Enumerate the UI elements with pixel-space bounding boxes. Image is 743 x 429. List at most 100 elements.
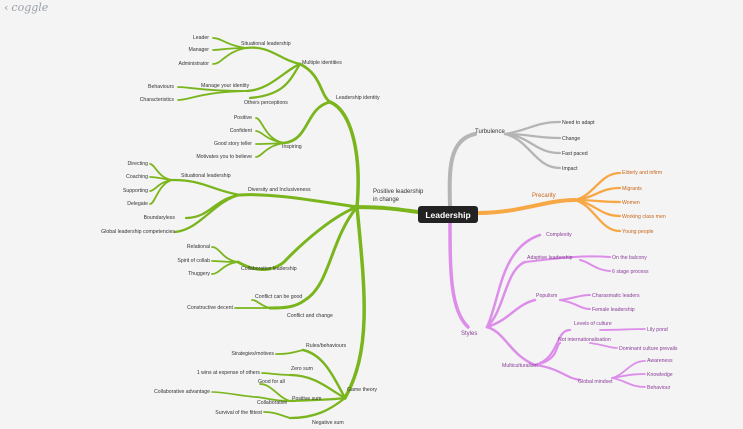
node-negative-sum[interactable]: Negative sum	[312, 420, 344, 426]
node-styles[interactable]: Styles	[461, 331, 477, 337]
node-collaborative-advantage[interactable]: Collaborative advantage	[154, 389, 210, 395]
node-behaviours[interactable]: Behaviours	[148, 84, 174, 90]
node-spirit-of-collab[interactable]: Spirit of collab	[177, 258, 210, 264]
node-situational-leadership[interactable]: Situational leadership	[241, 41, 291, 47]
edge-adaptive-balcony	[524, 255, 611, 263]
node-dominant-culture[interactable]: Dominant culture prevails	[619, 346, 678, 352]
node-game-theory[interactable]: Game theory	[347, 387, 377, 393]
node-collaborative-leadership[interactable]: Collaborative leadership	[241, 266, 297, 272]
node-change[interactable]: Change	[562, 136, 580, 142]
edge-sit-leader	[212, 37, 247, 49]
node-others-perceptions[interactable]: Others perceptions	[244, 100, 288, 106]
node-charasmatic-leaders[interactable]: Charasmatic leaders	[592, 293, 640, 299]
edge-collab-relational	[211, 246, 239, 263]
node-good-story-teller[interactable]: Good story teller	[214, 141, 252, 147]
edge-positive-collab	[254, 396, 291, 402]
edge-plc-diversity	[238, 193, 359, 209]
node-conflict-can-be-good[interactable]: Conflict can be good	[255, 294, 302, 300]
node-not-internationalisation[interactable]: Not internationalisation	[558, 337, 611, 343]
node-fast-paced[interactable]: Fast paced	[562, 151, 588, 157]
edge-negative-survival	[263, 411, 291, 419]
node-manage-your-identity[interactable]: Manage your identity	[201, 83, 250, 89]
edge-game-rules	[301, 348, 347, 400]
node-inspiring[interactable]: Inspiring	[282, 144, 302, 150]
node-global-competencies[interactable]: Global leadership competencies	[101, 229, 175, 235]
node-female-leadership[interactable]: Female leadership	[592, 307, 635, 313]
node-strategies-motives[interactable]: Strategies/motives	[231, 351, 274, 357]
node-positive-sum[interactable]: Positive sum	[292, 396, 321, 402]
node-multiculturalism[interactable]: Multiculturalism	[502, 363, 538, 369]
node-one-wins[interactable]: 1 wins at expense of others	[197, 370, 261, 376]
node-rules-behaviours[interactable]: Rules/behaviours	[306, 343, 346, 349]
node-young-people[interactable]: Young people	[622, 229, 654, 235]
edge-sit-admin	[212, 47, 247, 65]
node-working-class-men[interactable]: Working class men	[622, 214, 666, 220]
node-characteristics[interactable]: Characteristics	[140, 97, 175, 103]
edge-game-positive	[288, 396, 347, 403]
node-awareness[interactable]: Awareness	[647, 358, 673, 364]
edge-turb-impact	[503, 132, 562, 170]
node-need-to-adapt[interactable]: Need to adapt	[562, 120, 595, 126]
edge-plc-conflict	[268, 205, 359, 310]
node-impact[interactable]: Impact	[562, 166, 578, 172]
node-levels-of-culture[interactable]: Levels of culture	[574, 321, 612, 327]
node-confident[interactable]: Confident	[230, 128, 253, 134]
node-zero-sum[interactable]: Zero sum	[291, 366, 313, 372]
edge-adaptive-sixstage	[579, 259, 611, 272]
node-knowledge[interactable]: Knowledge	[647, 372, 673, 378]
chevron-left-icon: ‹	[4, 1, 9, 14]
edge-rules-strategies	[275, 349, 304, 355]
node-women[interactable]: Women	[622, 200, 640, 206]
node-boundaryless[interactable]: Boundaryless	[144, 215, 176, 221]
node-on-the-balcony[interactable]: On the balcony	[612, 255, 647, 261]
node-six-stage-process[interactable]: 6 stage process	[612, 269, 649, 275]
node-conflict-and-change[interactable]: Conflict and change	[287, 313, 333, 319]
edge-identity-inspiring	[282, 100, 332, 145]
edge-multi-manage	[245, 62, 302, 93]
node-lily-pond[interactable]: Lily pond	[647, 327, 668, 333]
edge-zero-wins	[261, 372, 291, 376]
node-motivates[interactable]: Motivates you to believe	[196, 154, 252, 160]
node-populism[interactable]: Populism	[536, 293, 557, 299]
node-supporting[interactable]: Supporting	[123, 188, 148, 194]
edge-global-behaviour	[611, 377, 646, 388]
node-administrator[interactable]: Administrator	[178, 61, 209, 67]
node-thuggery[interactable]: Thuggery	[188, 271, 210, 277]
node-delegate[interactable]: Delegate	[127, 201, 148, 207]
node-div-situational-leadership[interactable]: Situational leadership	[181, 173, 231, 179]
edge-prec-elderly	[573, 171, 622, 202]
node-collaborative[interactable]: Collaborative	[257, 400, 287, 406]
node-precarity[interactable]: Precarity	[532, 193, 556, 199]
node-diversity[interactable]: Diversity and Inclusiveness	[248, 187, 311, 193]
node-leadership-identity[interactable]: Leadership identity	[336, 95, 380, 101]
node-relational[interactable]: Relational	[187, 244, 210, 250]
node-positive-leadership-line2[interactable]: in change	[373, 197, 400, 203]
node-elderly[interactable]: Elderly and infirm	[622, 170, 662, 176]
node-positive[interactable]: Positive	[234, 115, 252, 121]
node-global-mindset[interactable]: Global mindset	[578, 379, 613, 385]
node-turbulence[interactable]: Turbulence	[475, 129, 505, 135]
node-good-for-all[interactable]: Good for all	[258, 379, 285, 385]
edge-plc-identity	[328, 100, 360, 209]
node-manager[interactable]: Manager	[189, 47, 210, 53]
node-migrants[interactable]: Migrants	[622, 186, 642, 192]
back-link[interactable]: ‹coggle	[4, 1, 48, 14]
node-multiple-identities[interactable]: Multiple identities	[302, 60, 342, 66]
edge-populism-charasmatic	[559, 294, 591, 301]
branch-lines	[149, 37, 646, 420]
node-adaptive-leadership[interactable]: Adaptive leadership	[527, 255, 573, 261]
edge-multi-others	[248, 62, 302, 100]
root-node[interactable]: Leadership	[418, 206, 478, 223]
app-logo: coggle	[11, 1, 49, 14]
edge-plc-collab	[236, 205, 359, 271]
node-directing[interactable]: Directing	[128, 161, 149, 167]
node-positive-leadership-line1[interactable]: Positive leadership	[373, 189, 424, 195]
edge-prec-young	[573, 198, 622, 233]
edge-plc-game	[343, 205, 366, 400]
node-survival-of-the-fittest[interactable]: Survival of the fittest	[215, 410, 262, 416]
node-leader[interactable]: Leader	[193, 35, 209, 41]
node-behaviour[interactable]: Behaviour	[647, 385, 671, 391]
node-coaching[interactable]: Coaching	[126, 174, 148, 180]
node-complexity[interactable]: Complexity	[546, 232, 572, 238]
node-constructive-decent[interactable]: Constructive decent	[187, 305, 233, 311]
